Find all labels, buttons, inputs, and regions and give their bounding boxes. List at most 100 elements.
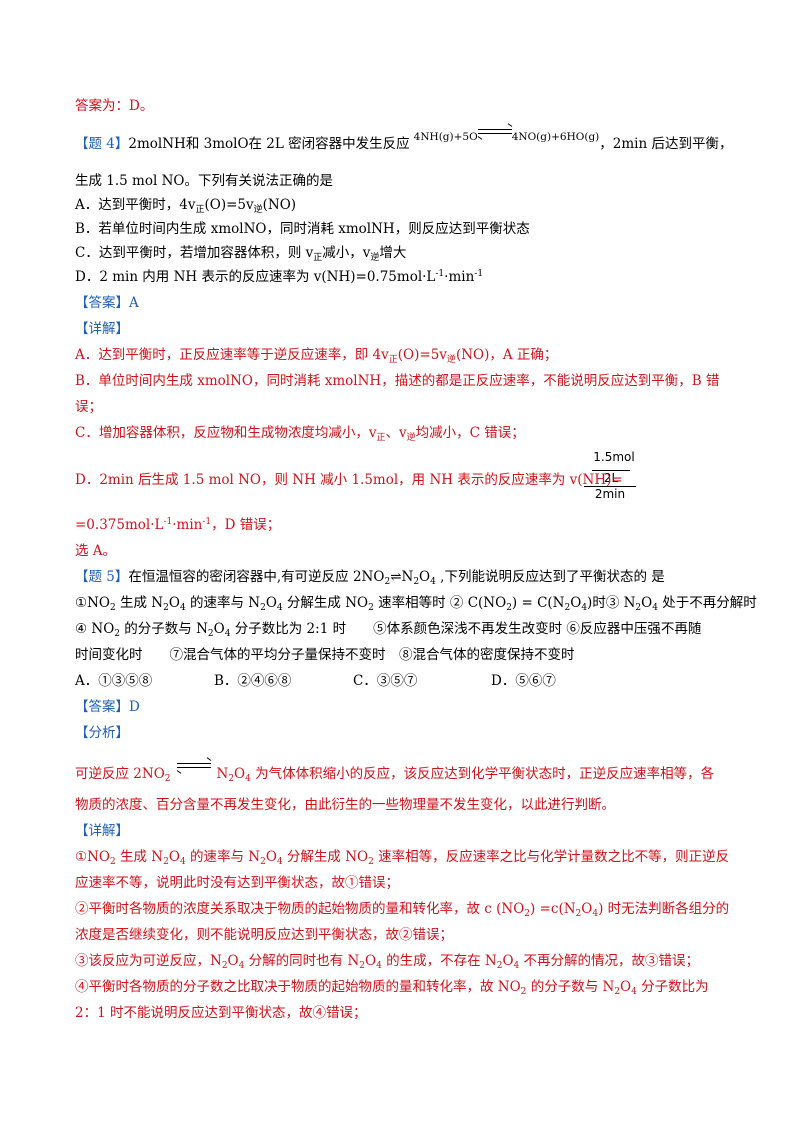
t: O (168, 849, 180, 865)
t: 均减小，C 错误； (415, 425, 525, 441)
q5-condition-line1: ①NO2 生成 N2O4 的速率与 N2O4 分解生成 NO2 速率相等时 ② … (75, 593, 757, 613)
sub: 4 (513, 961, 520, 971)
eq-left: 4NH (413, 131, 439, 143)
t: ，描述的都是正反应速率，不能说明反应达到平衡，B 错 (381, 373, 720, 389)
q4-tag: 【题 4】 (75, 136, 129, 152)
t: 的生成，不存在 N (381, 953, 497, 969)
sub: 4 (276, 857, 283, 867)
q5-option-b: B．②④⑥⑧ (214, 673, 292, 689)
t: O (168, 595, 180, 611)
sub: 2 (496, 961, 503, 971)
t: O (234, 766, 246, 782)
t: ，D 错误； (211, 517, 281, 533)
q5-condition-line3: 时间变化时 ⑦混合气体的平均分子量保持不变时 ⑧混合气体的密度保持不变时 (75, 647, 575, 663)
sub: 4 (376, 961, 382, 971)
t: O (641, 595, 653, 611)
q4-explain-d2: =0.375mol·L-1·min-1，D 错误； (75, 515, 280, 535)
t: )=0.75mol·L (350, 269, 436, 285)
sub: 4 (581, 603, 588, 613)
t: D．2 min 内用 NH (75, 269, 198, 285)
t: D．2min 后生成 1.5 mol NO，则 NH (75, 472, 316, 488)
sub: 4 (179, 857, 186, 867)
fraction-inner-denominator: 2L (603, 471, 619, 485)
sub: 4 (245, 774, 251, 784)
q5-detail-1: ①NO2 生成 N2O4 的速率与 N2O4 分解生成 NO2 速率相等，反应速… (75, 847, 729, 867)
sub: 2 (109, 857, 116, 867)
sub: 2 (384, 577, 391, 587)
sup: -1 (202, 517, 212, 527)
t: 分解的同时也有 N (244, 953, 360, 969)
q5-option-a: A．①③⑤⑧ (75, 673, 153, 689)
q5-analysis-tag: 【分析】 (75, 725, 129, 741)
t: 为气体体积缩小的反应，该反应达到化学平衡状态时，正逆反应速率相等，各 (250, 766, 715, 782)
fraction-denominator: 2min (594, 487, 626, 501)
t: O (365, 953, 377, 969)
q4-explain-b: B．单位时间内生成 xmolNO，同时消耗 xmolNH，描述的都是正反应速率，… (75, 371, 719, 391)
sub: 逆 (446, 355, 456, 365)
t: O (265, 849, 277, 865)
sub: 正 (376, 433, 386, 443)
sub: 2 (260, 603, 266, 613)
q4-explain-b2: 误； (75, 399, 102, 415)
q4-stem-line2: 生成 1.5 mol NO。下列有关说法正确的是 (75, 173, 333, 189)
t: (O (397, 347, 415, 363)
sub: 4 (430, 577, 436, 587)
sub: 2 (635, 603, 642, 613)
q4-option-a: A．达到平衡时，4v正(O)=5v逆(NO) (75, 195, 296, 215)
t: ①NO (75, 595, 110, 611)
sub: 逆 (253, 205, 263, 215)
t: O (419, 569, 431, 585)
sub: 2 (368, 603, 374, 613)
t: 分解生成 NO (282, 595, 369, 611)
eq-end: O(g) (575, 131, 600, 143)
t: 表示的反应速率为 v(NH (453, 472, 607, 488)
sub: 2 (575, 909, 582, 919)
t: ①NO (75, 849, 110, 865)
sup: -1 (435, 269, 445, 279)
t: 速率相等时 ② C(NO (373, 595, 507, 611)
t: 分解生成 NO (282, 849, 369, 865)
t: 不再分解的情况，故③错误； (519, 953, 700, 969)
sub: 2 (564, 603, 571, 613)
sub: 2 (614, 987, 621, 997)
q4-stem-c: 在 2L 密闭容器中发生反应 (248, 136, 410, 152)
q5-option-c: C．③⑤⑦ (353, 673, 418, 689)
t: 生成 N (115, 849, 164, 865)
t: 速率相等，反应速率之比与化学计量数之比不等，则正逆反 (373, 849, 730, 865)
t: )时③ N (587, 595, 636, 611)
sub: 2 (164, 774, 171, 784)
t: N (216, 766, 229, 782)
sub: 2 (260, 857, 266, 867)
sub: 2 (524, 909, 531, 919)
t: 分子数比为 2:1 时 ⑤体系颜色深浅不再发生改变时 ⑥反应器中压强不再随 (230, 621, 702, 637)
sub: 4 (224, 629, 231, 639)
t: B．若单位时间内生成 xmolNO，同时消耗 xmolNH (75, 221, 395, 237)
q4-explain-a: A．达到平衡时，正反应速率等于逆反应速率，即 4v正(O)=5v逆(NO)，A … (75, 345, 557, 365)
t: ⇌N (390, 569, 414, 585)
t: 的速率与 N (185, 595, 261, 611)
sub: 2 (506, 603, 512, 613)
sub: 2 (413, 577, 420, 587)
sub: 逆 (370, 253, 380, 263)
t: ④平衡时各物质的分子数之比取决于物质的起始物质的量和转化率，故 NO (75, 979, 521, 995)
sub: 4 (179, 603, 186, 613)
equilibrium-arrow-icon (176, 757, 211, 774)
sub: 正 (313, 253, 323, 263)
t: ) =c(N (530, 901, 576, 917)
t: 表示的反应速率为 v(NH (197, 269, 351, 285)
t: ,下列能说明反应达到了平衡状态的 是 (435, 569, 665, 585)
q4-stem-d: ，2min 后达到平衡， (599, 136, 733, 152)
sub: 2 (221, 961, 228, 971)
q4-answer: 【答案】A (75, 295, 139, 311)
sub: 4 (238, 961, 245, 971)
q4-stem-b: 和 3molO (185, 136, 249, 152)
fraction-numerator: 1.5mol (593, 450, 635, 464)
sup: -1 (163, 517, 173, 527)
t: A．达到平衡时，正反应速率等于逆反应速率，即 4v (75, 347, 389, 363)
sub: 4 (652, 603, 658, 613)
sub: 2 (228, 774, 235, 784)
t: (NO) (262, 197, 297, 213)
q5-detail-4: ④平衡时各物质的分子数之比取决于物质的起始物质的量和转化率，故 NO2 的分子数… (75, 977, 709, 997)
q4-detail-tag: 【详解】 (75, 321, 129, 337)
